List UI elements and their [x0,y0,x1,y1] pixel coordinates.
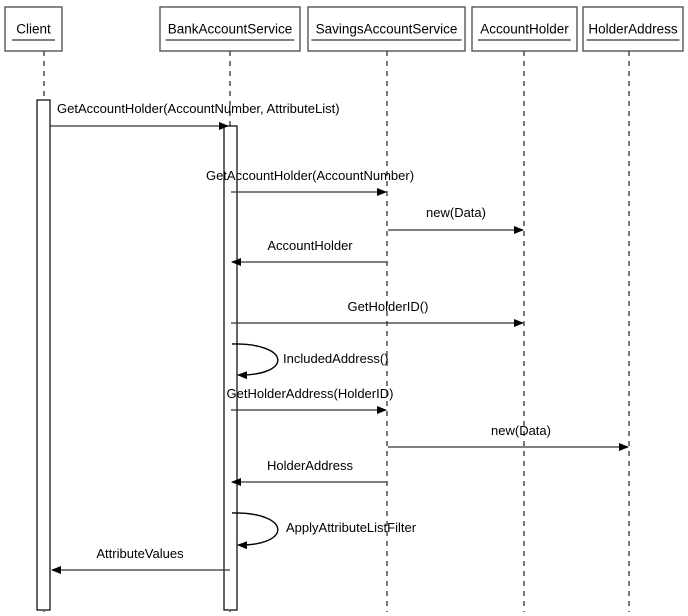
participants-group: Client BankAccountService SavingsAccountSe… [4,6,684,52]
participant-box-savingsaccountservice[interactable] [307,6,466,52]
participant-label-accountholder: AccountHolder [480,22,569,37]
message-label-9: HolderAddress [267,458,353,473]
participant-box-client[interactable] [4,6,63,52]
participant-label-client: Client [16,22,51,37]
message-label-2: GetAccountHolder(AccountNumber) [206,168,414,183]
participant-box-holderaddress[interactable] [582,6,684,52]
participant-box-accountholder[interactable] [471,6,578,52]
participant-label-bankaccountservice: BankAccountService [168,22,293,37]
messages-group: GetAccountHolder(AccountNumber, Attribut… [50,101,629,574]
activations-group [36,99,238,611]
activation-bar-client [36,99,51,611]
self-message-arrow-6 [231,343,279,380]
participant-box-bankaccountservice[interactable] [159,6,301,52]
message-label-1: GetAccountHolder(AccountNumber, Attribut… [57,101,340,116]
message-label-10: ApplyAttributeListFilter [286,520,417,535]
message-label-11: AttributeValues [96,546,184,561]
message-label-7: GetHolderAddress(HolderID) [227,386,394,401]
message-label-4: AccountHolder [267,238,353,253]
participant-label-savingsaccountservice: SavingsAccountService [316,22,458,37]
message-label-6: IncludedAddress() [283,351,389,366]
message-label-3: new(Data) [426,205,486,220]
message-label-8: new(Data) [491,423,551,438]
activation-bar-bankaccountservice [223,125,238,611]
self-message-arrow-10 [231,512,279,550]
message-label-5: GetHolderID() [348,299,429,314]
participant-label-holderaddress: HolderAddress [588,22,678,37]
